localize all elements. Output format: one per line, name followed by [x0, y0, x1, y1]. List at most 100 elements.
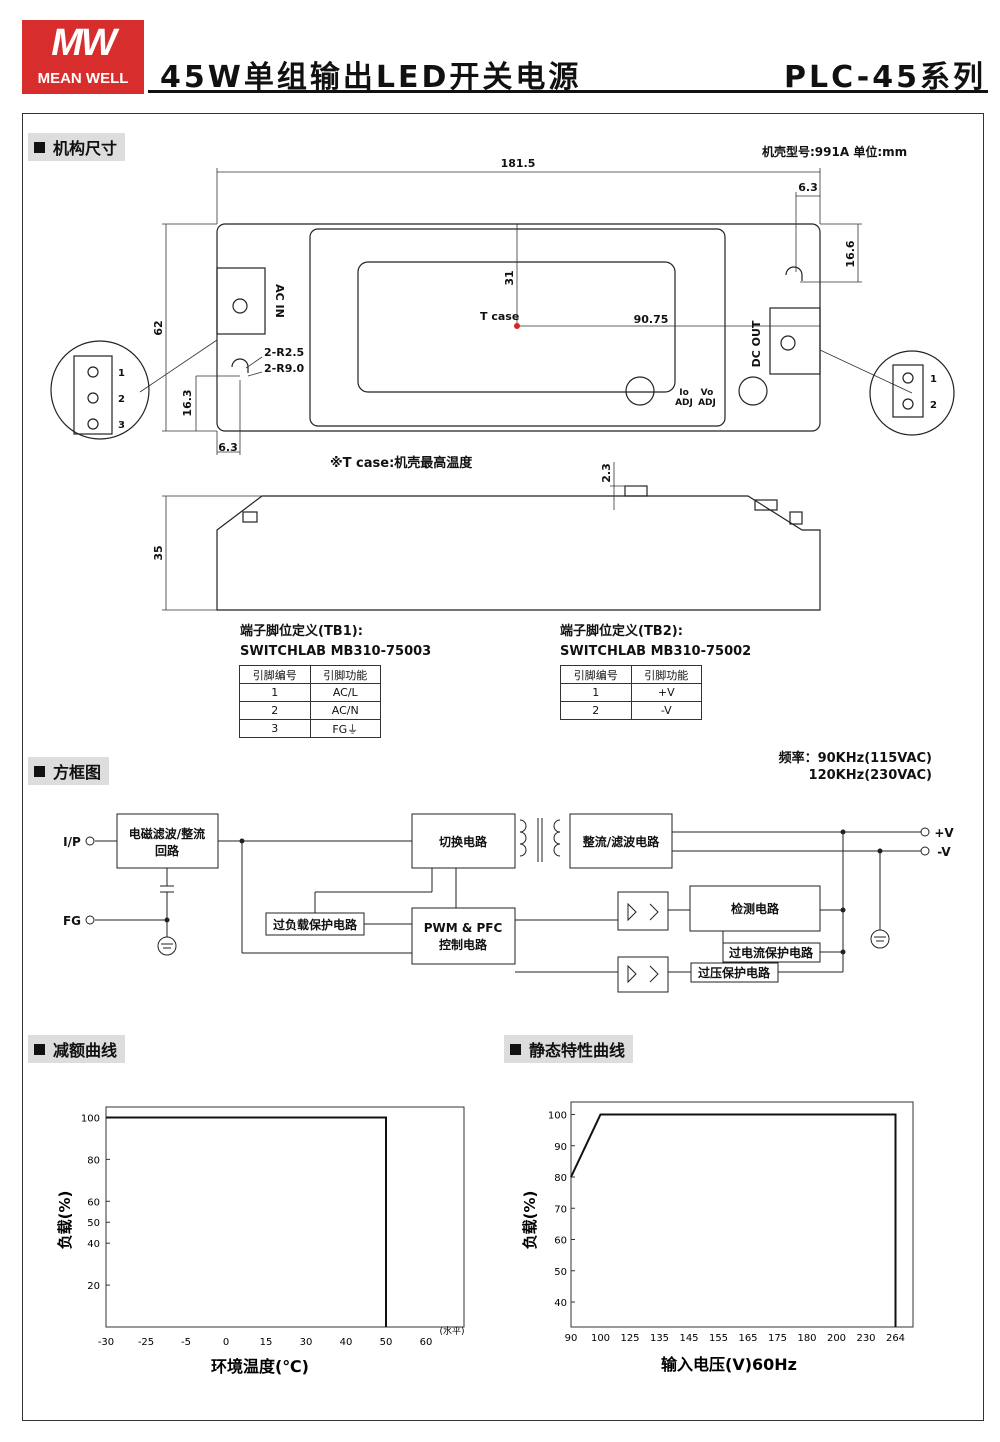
dim-181-5: 181.5 — [501, 157, 536, 170]
pwm-line2: 控制电路 — [439, 937, 488, 952]
derating-xtick: 50 — [380, 1337, 393, 1348]
dim-2-3: 2.3 — [600, 463, 613, 483]
static-xtick: 175 — [768, 1333, 787, 1344]
mount-slot-right — [785, 266, 803, 281]
dc-out-label: DC OUT — [750, 320, 763, 367]
static-ytick: 90 — [554, 1142, 567, 1153]
derating-ylabel: 负载(%) — [56, 1191, 74, 1250]
tcase-note: ※T case:机壳最高温度 — [330, 455, 473, 471]
series-name: PLC-45系列 — [783, 60, 986, 95]
tb1-pin-3: 3 — [118, 420, 125, 431]
mean-well-logo: MW MEAN WELL — [22, 20, 144, 94]
derating-xtick: 0 — [223, 1337, 229, 1348]
vo-label: Vo — [701, 388, 714, 398]
vplus-label: +V — [934, 826, 954, 840]
static-xtick: 165 — [738, 1333, 757, 1344]
case-side-outline — [216, 495, 821, 611]
static-ytick: 50 — [554, 1267, 567, 1278]
static-xtick: 145 — [679, 1333, 698, 1344]
derating-xtick: -5 — [181, 1337, 191, 1348]
section-static: 静态特性曲线 — [504, 1035, 634, 1063]
static-ytick: 100 — [548, 1111, 567, 1122]
tb1-pin-1: 1 — [118, 368, 125, 379]
static-xlabel: 输入电压(V)60Hz — [661, 1355, 797, 1374]
emi-line1: 电磁滤波/整流 — [129, 826, 205, 841]
section-mechanical: 机构尺寸 — [28, 133, 126, 161]
table-row: 2-V — [560, 701, 702, 720]
static-ytick: 80 — [554, 1173, 567, 1184]
radius-2-5: 2-R2.5 — [264, 346, 304, 359]
static-xtick: 200 — [827, 1333, 846, 1344]
static-ytick: 70 — [554, 1204, 567, 1215]
derating-xtick: -30 — [98, 1337, 114, 1348]
case-note: 机壳型号:991A 单位:mm — [762, 145, 908, 159]
tb2-detail-circle — [869, 350, 955, 436]
emi-line2: 回路 — [155, 843, 180, 858]
tb2-pin-2: 2 — [930, 400, 937, 411]
content-frame — [22, 113, 984, 1421]
vo-adj-pot — [738, 376, 768, 406]
pwm-line1: PWM & PFC — [424, 921, 503, 935]
tb1-part: SWITCHLAB MB310-75003 — [240, 644, 432, 659]
tb2-caption: 端子脚位定义(TB2): — [560, 624, 683, 639]
header-rule — [148, 90, 988, 93]
tcase-label: T case — [480, 310, 519, 323]
ocp-label: 过电流保护电路 — [729, 945, 814, 960]
frequency-note: 频率：90KHz(115VAC) 120KHz(230VAC) — [778, 751, 932, 783]
derating-xtick: 60 — [420, 1337, 433, 1348]
tb2-pin-1: 1 — [930, 374, 937, 385]
dim-62: 62 — [152, 320, 165, 335]
dim-6-3-top: 6.3 — [798, 181, 818, 194]
static-xtick: 230 — [856, 1333, 875, 1344]
rect-label: 整流/滤波电路 — [582, 834, 660, 849]
mechanical-drawing: 181.5 6.3 16.6 62 31 T case 90.75 AC IN … — [50, 157, 955, 611]
dim-6-3-bottom: 6.3 — [218, 441, 238, 454]
derating-ytick: 20 — [87, 1281, 100, 1292]
tb2-part: SWITCHLAB MB310-75002 — [560, 644, 752, 659]
derating-xtick: -25 — [138, 1337, 154, 1348]
derating-ytick: 80 — [87, 1155, 100, 1166]
dim-16-6: 16.6 — [844, 240, 857, 267]
radius-9-0: 2-R9.0 — [264, 362, 305, 375]
derating-xlabel: 环境温度(℃) — [211, 1357, 309, 1376]
vminus-label: -V — [937, 845, 951, 859]
olp-label: 过负载保护电路 — [273, 917, 358, 932]
ac-in-label: AC IN — [273, 284, 286, 318]
static-ytick: 60 — [554, 1236, 567, 1247]
static-xtick: 100 — [591, 1333, 610, 1344]
static-ytick: 40 — [554, 1298, 567, 1309]
case-inner-panel — [309, 228, 726, 427]
case-label-area — [357, 261, 676, 393]
section-derating: 减额曲线 — [28, 1035, 126, 1063]
vo-adj-label: ADJ — [698, 398, 716, 408]
ovp-label: 过压保护电路 — [698, 965, 771, 980]
tb2-caption-block: 端子脚位定义(TB2): SWITCHLAB MB310-75002 — [560, 622, 751, 662]
tb1-caption-block: 端子脚位定义(TB1): SWITCHLAB MB310-75003 — [240, 622, 431, 662]
static-series-line — [570, 1113, 897, 1327]
section-block-diagram: 方框图 — [28, 757, 110, 785]
fg-label: FG — [63, 914, 81, 928]
page-title: 45W单组输出LED开关电源 — [160, 60, 582, 95]
static-xtick: 264 — [886, 1333, 905, 1344]
static-xtick: 155 — [709, 1333, 728, 1344]
derating-ytick: 40 — [87, 1239, 100, 1250]
table-row: 1+V — [560, 683, 702, 702]
ac-in-terminal — [216, 267, 266, 335]
tb1-pin-2: 2 — [118, 394, 125, 405]
switch-label: 切换电路 — [439, 834, 488, 849]
tb1-caption: 端子脚位定义(TB1): — [240, 624, 363, 639]
static-xtick: 180 — [797, 1333, 816, 1344]
logo-mark: MW — [51, 22, 117, 64]
derating-ytick: 100 — [81, 1113, 100, 1124]
io-adj-label: ADJ — [675, 398, 693, 408]
derating-xtick: 30 — [300, 1337, 313, 1348]
derating-ytick: 60 — [87, 1197, 100, 1208]
derating-series-line — [106, 1116, 387, 1327]
tb2-table: 引脚编号引脚功能 1+V 2-V — [560, 665, 702, 720]
io-label: Io — [679, 388, 689, 398]
